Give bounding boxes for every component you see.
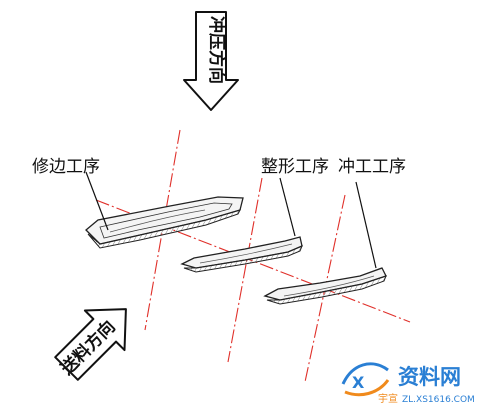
station-3-leader: [355, 181, 377, 269]
leader-lines: [85, 171, 377, 269]
station-label-trimming: 修边工序: [32, 157, 100, 177]
watermark: X 资料网 宇宣 ZL.XS1616.COM: [341, 362, 475, 405]
press-direction-arrow: 冲压方向: [183, 11, 239, 111]
station-2-leader: [279, 177, 296, 237]
watermark-logo: X: [341, 362, 390, 397]
station-1-leader: [85, 171, 109, 231]
watermark-logo-letter: X: [352, 373, 365, 392]
station-2-axis-line: [227, 177, 263, 363]
press-direction-label: 冲压方向: [206, 16, 227, 84]
watermark-url-text: ZL.XS1616.COM: [402, 395, 475, 405]
watermark-tag-text: 宇宣: [378, 392, 398, 405]
station-label-shaping: 整形工序: [261, 157, 329, 177]
watermark-main-text: 资料网: [398, 365, 461, 389]
station-label-punching: 冲工工序: [338, 157, 406, 177]
part-punching: [263, 267, 387, 305]
part-shaping: [180, 236, 303, 273]
feed-direction-arrow: 送料方向: [54, 308, 127, 381]
part-trimming: [85, 196, 244, 249]
